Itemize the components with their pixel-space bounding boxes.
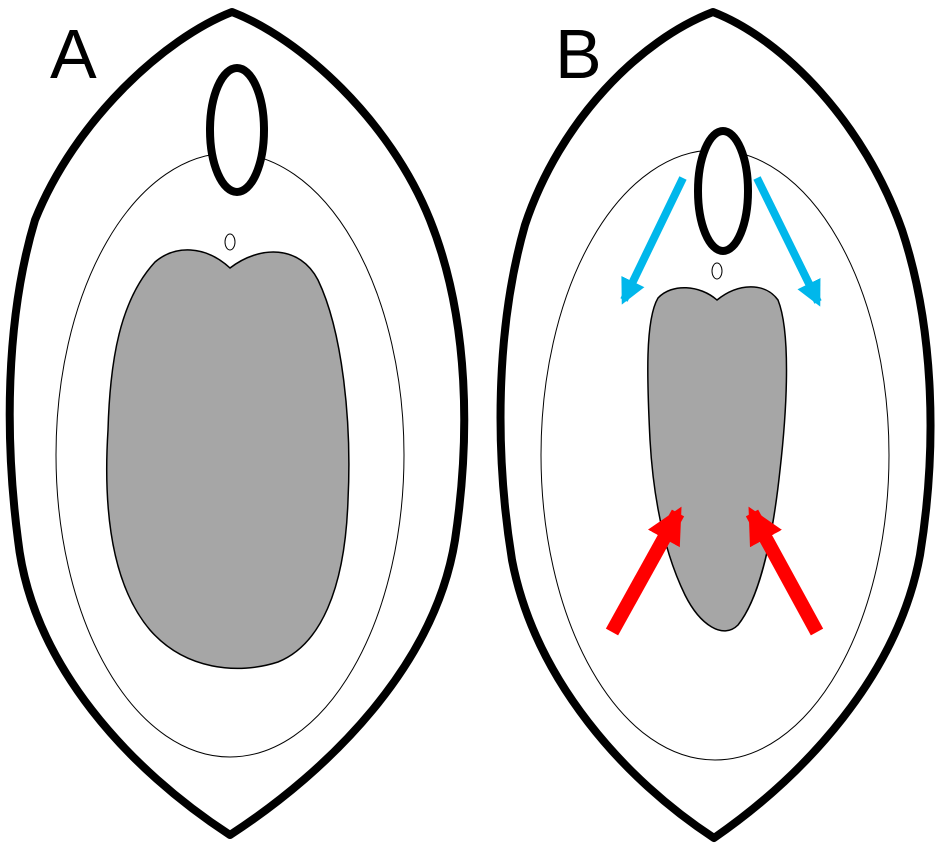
- panel-b-inward-arrow-left: [612, 513, 678, 632]
- panel-a-hilum: [210, 68, 264, 192]
- panel-b-outward-arrow-left: [624, 178, 683, 300]
- panel-b-outward-arrow-right: [757, 178, 818, 302]
- panel-a: A: [10, 12, 465, 835]
- panel-a-label: A: [50, 15, 97, 93]
- panel-b-gray-body: [648, 287, 787, 631]
- panel-a-small-pore: [225, 234, 235, 250]
- panel-a-gray-body: [107, 250, 349, 668]
- panel-b: B: [501, 12, 931, 838]
- panel-b-hilum: [698, 131, 748, 251]
- panel-b-label: B: [555, 15, 602, 93]
- panel-b-small-pore: [712, 263, 722, 279]
